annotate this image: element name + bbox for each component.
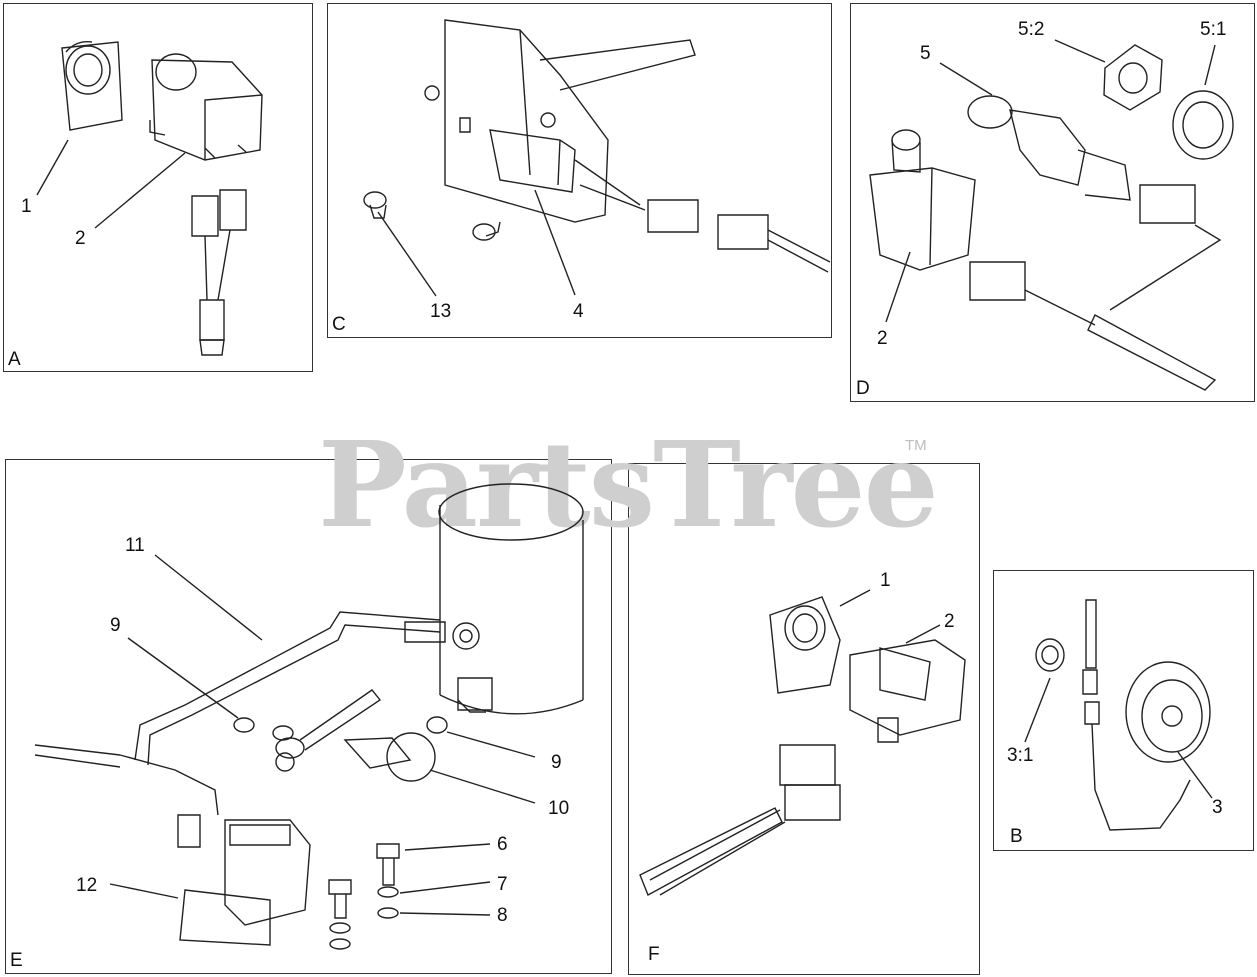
- c-switch-plate: [425, 20, 695, 222]
- e-leader-6: [405, 844, 490, 850]
- c-microswitch: [490, 130, 645, 210]
- panel-c: [327, 3, 832, 338]
- a-switch-body: [150, 54, 262, 160]
- d-key-switch: [968, 96, 1130, 200]
- e-cable-short: [276, 690, 380, 771]
- f-leader-1: [840, 590, 870, 606]
- d-leader-5-1: [1205, 45, 1215, 85]
- panel-letter-f: F: [648, 944, 660, 965]
- b-grommet: [1036, 639, 1064, 671]
- d-lock-washer: [1173, 91, 1233, 159]
- callout-a-1: 1: [21, 196, 32, 217]
- panel-letter-b: B: [1010, 826, 1023, 847]
- b-sensor-3: [1083, 600, 1210, 830]
- callout-b-3: 3: [1212, 797, 1223, 818]
- callout-e-10: 10: [548, 798, 570, 819]
- callout-d-5-2: 5:2: [1018, 19, 1045, 40]
- watermark: PartsTree: [318, 415, 939, 554]
- e-nuts: [234, 717, 447, 740]
- callout-e-12: 12: [76, 875, 98, 896]
- e-leader-8: [400, 913, 490, 915]
- d-leader-5: [940, 63, 992, 95]
- d-plunger-switch: [870, 130, 975, 270]
- f-harness: [640, 745, 840, 895]
- callout-c-4: 4: [573, 301, 584, 322]
- c-leader-13: [378, 212, 436, 296]
- callout-b-3-1: 3:1: [1007, 745, 1034, 766]
- e-solenoid-12: [35, 745, 310, 945]
- f-leader-2: [906, 625, 940, 643]
- e-boot-10: [345, 733, 435, 781]
- a-leader-2: [95, 153, 185, 228]
- e-leader-9b: [447, 732, 535, 757]
- panel-e: [5, 459, 612, 974]
- callout-c-13: 13: [430, 301, 452, 322]
- e-leader-12: [110, 884, 178, 898]
- a-switch-bezel: [62, 42, 122, 130]
- callout-f-2: 2: [944, 611, 955, 632]
- callout-e-6: 6: [497, 834, 508, 855]
- panel-letter-c: C: [332, 314, 346, 335]
- e-leader-7: [400, 882, 490, 893]
- callout-e-8: 8: [497, 905, 508, 926]
- callout-e-11: 11: [125, 535, 145, 556]
- d-leader-5-2: [1055, 40, 1105, 62]
- callout-d-2: 2: [877, 328, 888, 349]
- b-leader-3: [1178, 752, 1212, 798]
- panel-letter-e: E: [10, 950, 23, 971]
- callout-a-2: 2: [75, 228, 86, 249]
- a-leader-1: [37, 140, 68, 195]
- d-nut: [1104, 45, 1162, 110]
- e-leader-9a: [128, 638, 238, 718]
- f-rocker-switch: [850, 640, 965, 742]
- callout-e-9b: 9: [551, 752, 562, 773]
- e-starter-cylinder: [439, 484, 583, 714]
- panel-f: [628, 463, 980, 975]
- trademark-mark: TM: [905, 437, 927, 454]
- callout-e-7: 7: [497, 874, 508, 895]
- b-leader-3-1: [1025, 678, 1050, 742]
- e-cable-11: [135, 612, 479, 765]
- c-leader-4: [535, 190, 575, 295]
- panel-d: [850, 3, 1255, 402]
- callout-f-1: 1: [880, 570, 891, 591]
- d-harness: [970, 185, 1220, 390]
- e-leader-11: [155, 555, 262, 640]
- panel-letter-a: A: [8, 349, 21, 370]
- d-leader-2: [886, 252, 910, 322]
- f-switch-bezel: [770, 597, 840, 693]
- callout-e-9a: 9: [110, 615, 121, 636]
- e-leader-10: [430, 770, 535, 803]
- panel-letter-d: D: [856, 378, 870, 399]
- c-connector: [648, 200, 830, 272]
- callout-d-5-1: 5:1: [1200, 19, 1227, 40]
- callout-d-5: 5: [920, 43, 931, 64]
- c-pins: [364, 192, 500, 240]
- a-wire-harness: [192, 190, 246, 355]
- e-hardware: [329, 844, 399, 949]
